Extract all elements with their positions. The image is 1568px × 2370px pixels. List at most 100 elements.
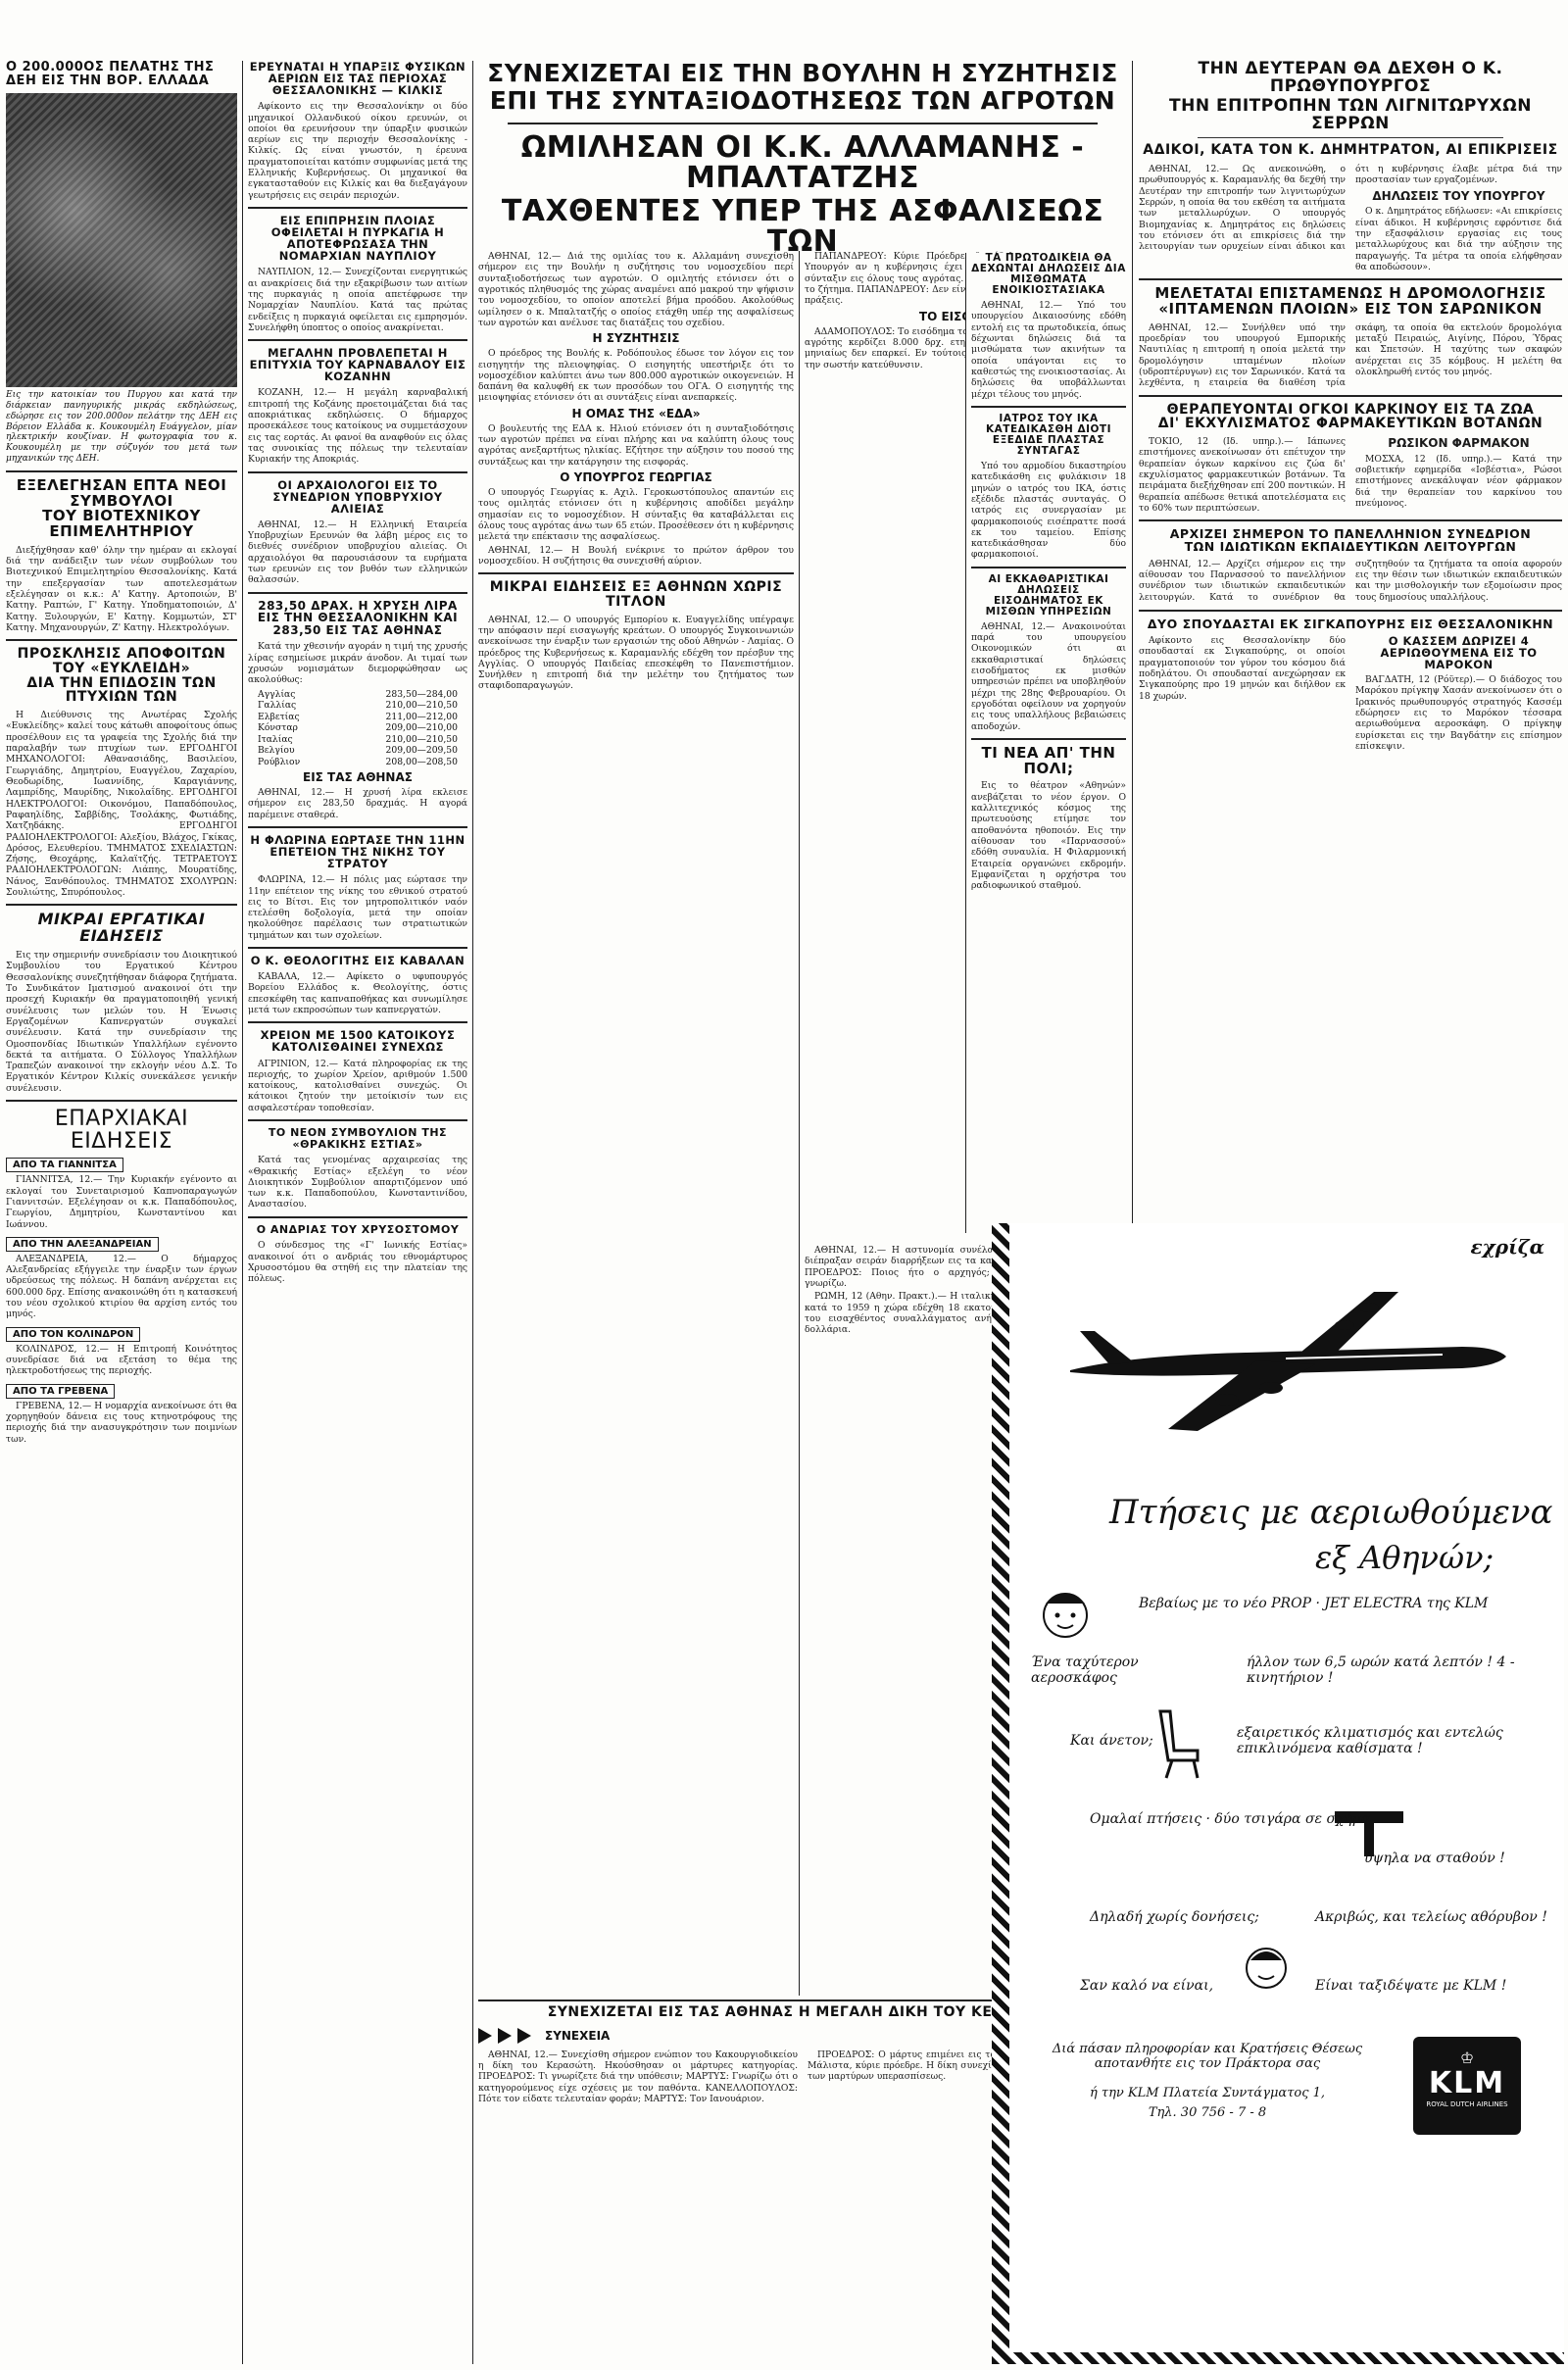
divider [478,572,794,575]
article-text: ΚΟΛΙΝΔΡΟΣ, 12.— Η Επιτροπή Κοινότητος συ… [6,1343,237,1377]
divider [508,122,1098,124]
column-2: ΕΡΕΥΝΑΤΑΙ Η ΥΠΑΡΞΙΣ ΦΥΣΙΚΩΝ ΑΕΡΙΩΝ ΕΙΣ Τ… [248,61,467,2364]
article-text: Ο πρόεδρος της Βουλής κ. Ροδόπουλος έδωσ… [478,348,794,404]
ad-line-faster-a: ήλλον των 6,5 ωρών κατά λεπτόν ! 4 - κιν… [1247,1654,1515,1686]
divider [6,639,237,642]
headline-provincial-news: ΕΠΑΡΧΙΑΚΑΙ ΕΙΔΗΣΕΙΣ [54,1107,189,1155]
subhead-russian-drug: ΡΩΣΙΚΟΝ ΦΑΡΜΑΚΟΝ [1388,436,1530,451]
headline-ika-doctor: ΙΑΤΡΟΣ ΤΟΥ ΙΚΑ ΚΑΤΕΔΙΚΑΣΘΗ ΔΙΟΤΙ ΕΞΕΔΙΔΕ… [986,412,1111,457]
ad-line-vibration-q: Δηλαδή χωρίς δονήσεις; [1090,1909,1259,1925]
article-text: ΑΘΗΝΑΙ, 12.— Η Ελληνική Εταιρεία Υποβρυχ… [248,518,467,586]
headline-eukleidis-a: ΠΡΟΣΚΛΗΣΙΣ ΑΠΟΦΟΙΤΩΝ ΤΟΥ «ΕΥΚΛΕΙΔΗ» [17,646,226,677]
ad-line-smooth: Ομαλαί πτήσεις · δύο τσιγάρα σε σχήμα [1090,1811,1371,1827]
article-discussion: Ο πρόεδρος της Βουλής κ. Ροδόπουλος έδωσ… [478,348,794,404]
headline-teachers-congress-a: ΑΡΧΙΖΕΙ ΣΗΜΕΡΟΝ ΤΟ ΠΑΝΕΛΛΗΝΙΟΝ ΣΥΝΕΔΡΙΟΝ [1169,526,1532,542]
divider [248,1021,467,1024]
cigarette-icon [1335,1811,1403,1856]
article-archaeologists: ΑΘΗΝΑΙ, 12.— Η Ελληνική Εταιρεία Υποβρυχ… [248,519,467,586]
divider [248,1119,467,1122]
price-value: 208,00—208,50 [385,756,458,767]
article-text: Εις την σημερινήν συνεδρίασιν του Διοικη… [6,950,237,1094]
headline-hydrofoils-a: ΜΕΛΕΤΑΤΑΙ ΕΠΙΣΤΑΜΕΝΩΣ Η ΔΡΟΜΟΛΟΓΗΣΙΣ [1154,284,1546,303]
headline-athens-briefs: ΜΙΚΡΑΙ ΕΙΔΗΣΕΙΣ ΕΞ ΑΘΗΝΩΝ ΧΩΡΙΣ ΤΙΤΛΟΝ [489,579,783,610]
headline-gold-pound: 283,50 ΔΡΑΧ. Η ΧΡΥΣΗ ΛΙΡΑ ΕΙΣ ΤΗΝ ΘΕΣΣΑΛ… [257,598,459,637]
article-income-declarations: ΑΘΗΝΑΙ, 12.— Ανακοινούται παρά του υπουρ… [971,621,1126,732]
article-eukleidis: Η Διεύθυνσις της Ανωτέρας Σχολής «Ευκλεί… [6,710,237,898]
klm-logo-sub: ROYAL DUTCH AIRLINES [1426,2100,1508,2108]
price-value: 283,50—284,00 [385,688,458,700]
klm-crown-icon: ♔ [1459,2049,1475,2067]
divider [248,947,467,950]
subhead-agriculture-minister: Ο ΥΠΟΥΡΓΟΣ ΓΕΩΡΓΙΑΣ [560,470,712,484]
section-label-giannitsa: ΑΠΟ ΤΑ ΓΙΑΝΝΙΤΣΑ [6,1158,123,1173]
headline-kavala: Ο Κ. ΘΕΟΛΟΓΙΤΗΣ ΕΙΣ ΚΑΒΑΛΑΝ [250,954,466,968]
article-kassem-jets: ΒΑΓΔΑΤΗ, 12 (Ρόϋτερ).— Ο διάδοχος του Μα… [1355,674,1562,752]
section-label-alexandreia: ΑΠΟ ΤΗΝ ΑΛΕΞΑΝΔΡΕΙΑΝ [6,1236,159,1252]
column-3: ΑΘΗΝΑΙ, 12.— Διά της ομιλίας του κ. Αλλα… [478,251,794,2364]
article-text: Ο υπουργός Γεωργίας κ. Αχιλ. Γεροκωστόπο… [478,487,794,543]
article-text: ΝΑΥΠΛΙΟΝ, 12.— Συνεχίζονται ενεργητικώς … [248,267,467,333]
article-athens-gold: ΑΘΗΝΑΙ, 12.— Η χρυσή λίρα εκλεισε σήμερο… [248,787,467,820]
ad-headline-1: Πτήσεις με αεριωθούμενα [1109,1493,1553,1532]
article-text: ΑΘΗΝΑΙ, 12.— Διά της ομιλίας του κ. Αλλα… [478,251,794,328]
article-text: Αφίκοντο εις την Θεσσαλονίκην οι δύο μηχ… [248,101,467,201]
article-text: ΑΘΗΝΑΙ, 12.— Υπό του υπουργείου Δικαιοσύ… [971,300,1126,400]
article-eda: Ο βουλευτής της ΕΔΑ κ. Ηλιού ετόνισεν ότ… [478,423,794,468]
article-text: ΓΙΑΝΝΙΤΣΑ, 12.— Την Κυριακήν εγένοντο αι… [6,1174,237,1230]
article-thracian-hearth: Κατά τας γενομένας αρχαιρεσίας της «Θρακ… [248,1155,467,1210]
article-text: ΑΘΗΝΑΙ, 12.— Συνεχίσθη σήμερον ενώπιον τ… [478,2049,798,2104]
klm-advertisement: εχρίζα Πτήσεις με αεριωθούμενα εξ Αθηνών… [992,1223,1564,2364]
column-1: Ο 200.000ΟΣ ΠΕΛΑΤΗΣ ΤΗΣ ΔΕΗ ΕΙΣ ΤΗΝ ΒΟΡ.… [6,61,237,2364]
article-gold-pound: Κατά την χθεσινήν αγοράν η τιμή της χρυσ… [248,641,467,685]
headline-income-declarations: ΑΙ ΕΚΚΑΘΑΡΙΣΤΙΚΑΙ ΔΗΛΩΣΕΙΣ ΕΙΣΟΔΗΜΑΤΟΣ Ε… [985,572,1112,617]
article-text: Η Διεύθυνσις της Ανωτέρας Σχολής «Ευκλεί… [6,710,237,899]
article-text: Ο κ. Δημητράτος εδήλωσεν: «Αι επικρίσεις… [1355,206,1562,272]
price-value: 210,00—210,50 [385,700,458,712]
price-value: 211,00—212,00 [385,711,458,722]
article-trial-right: ΠΡΟΕΔΡΟΣ: Ο μάρτυς επιμένει εις τας κατα… [808,2049,1127,2107]
headline-pm-lignite-3: ΑΔΙΚΟΙ, ΚΑΤΑ ΤΟΝ κ. ΔΗΜΗΤΡΑΤΟΝ, ΑΙ ΕΠΙΚΡ… [1143,142,1558,159]
column-rule [472,61,473,2364]
continued-label: ΣΥΝΕΧΕΙΑ [545,2028,611,2043]
divider [248,1215,467,1218]
article-text: ΑΛΕΞΑΝΔΡΕΙΑ, 12.— Ο δήμαρχος Αλεξανδρεία… [6,1253,237,1320]
article-new-councillors: Διεξήχθησαν καθ' όλην την ημέραν αι εκλο… [6,545,237,634]
price-name: Ελβετίας [258,711,300,722]
article-text: ΑΘΗΝΑΙ, 12.— Αρχίζει σήμερον εις την αίθ… [1139,558,1562,603]
subhead-athens: ΕΙΣ ΤΑΣ ΑΘΗΝΑΣ [303,770,413,785]
headline-thracian-hearth: ΤΟ ΝΕΟΝ ΣΥΜΒΟΥΛΙΟΝ ΤΗΣ «ΘΡΑΚΙΚΗΣ ΕΣΤΙΑΣ» [268,1126,448,1151]
main-headline-line-3: ΩΜΙΛΗΣΑΝ ΟΙ κ.κ. ΑΛΛΑΜΑΝΗΣ - ΜΠΑΛΤΑΤΖΗΣ [520,129,1085,195]
divider [1139,394,1562,397]
headline-nafplio-fire: ΕΙΣ ΕΠΙΠΡΗΣΙΝ ΠΛΟΙΑΣ ΟΦΕΙΛΕΤΑΙ Η ΠΥΡΚΑΓΙ… [270,214,445,264]
photo-dei-ceremony [6,93,237,388]
divider [971,405,1126,408]
main-headline-line-1: ΣΥΝΕΧΙΖΕΤΑΙ ΕΙΣ ΤΗΝ ΒΟΥΛΗΝ Η ΣΥΖΗΤΗΣΙΣ [487,59,1118,87]
klm-logo-text: KLM [1428,2066,1506,2100]
article-text: ΜΟΣΧΑ, 12 (Ιδ. υπηρ.).— Κατά την σοβιετι… [1355,453,1562,510]
trial-columns: ΑΘΗΝΑΙ, 12.— Συνεχίσθη σήμερον ενώπιον τ… [478,2049,1127,2107]
price-value: 209,00—210,00 [385,722,458,734]
person-icon [1246,1948,1287,1989]
article-teachers-congress: ΑΘΗΝΑΙ, 12.— Αρχίζει σήμερον εις την αίθ… [1139,559,1562,604]
kerasotis-trial-block: ΣΥΝΕΧΙΖΕΤΑΙ ΕΙΣ ΤΑΣ ΑΘΗΝΑΣ Η ΜΕΓΑΛΗ ΔΙΚΗ… [478,2000,1127,2364]
article-florina: ΦΛΩΡΙΝΑ, 12.— Η πόλις μας εώρτασε την 11… [248,874,467,941]
face-icon [1043,1593,1088,1638]
ad-line-faster-q: Ένα ταχύτερον αεροσκάφος [1031,1654,1139,1686]
ad-footer-info: Διά πάσαν πληροφορίαν και Κρατήσεις Θέσε… [1052,2042,1363,2071]
photo-caption: Εις την κατοικίαν του Πυργου και κατά τη… [6,390,237,465]
article-alexandreia: ΑΛΕΞΑΝΔΡΕΙΑ, 12.— Ο δήμαρχος Αλεξανδρεία… [6,1254,237,1320]
article-pm-lignite: ΑΘΗΝΑΙ, 12.— Ως ανεκοινώθη, ο πρωθυπουργ… [1139,164,1562,272]
headline-teachers-congress-b: ΤΩΝ ΙΔΙΩΤΙΚΩΝ ΕΚΠΑΙΔΕΥΤΙΚΩΝ ΛΕΙΤΟΥΡΓΩΝ [1184,539,1517,555]
headline-natural-gas: ΕΡΕΥΝΑΤΑΙ Η ΥΠΑΡΞΙΣ ΦΥΣΙΚΩΝ ΑΕΡΙΩΝ ΕΙΣ Τ… [249,61,466,98]
article-text: ΤΟΚΙΟ, 12 (Ιδ. υπηρ.).— Ιάπωνες επιστήμο… [1139,436,1346,514]
price-name: Βελγίου [258,745,295,757]
arrow-icon [478,2027,492,2044]
headline-dei-customer: Ο 200.000ΟΣ ΠΕΛΑΤΗΣ ΤΗΣ ΔΕΗ ΕΙΣ ΤΗΝ ΒΟΡ.… [6,61,215,88]
article-rent-declarations: ΑΘΗΝΑΙ, 12.— Υπό του υπουργείου Δικαιοσύ… [971,300,1126,400]
